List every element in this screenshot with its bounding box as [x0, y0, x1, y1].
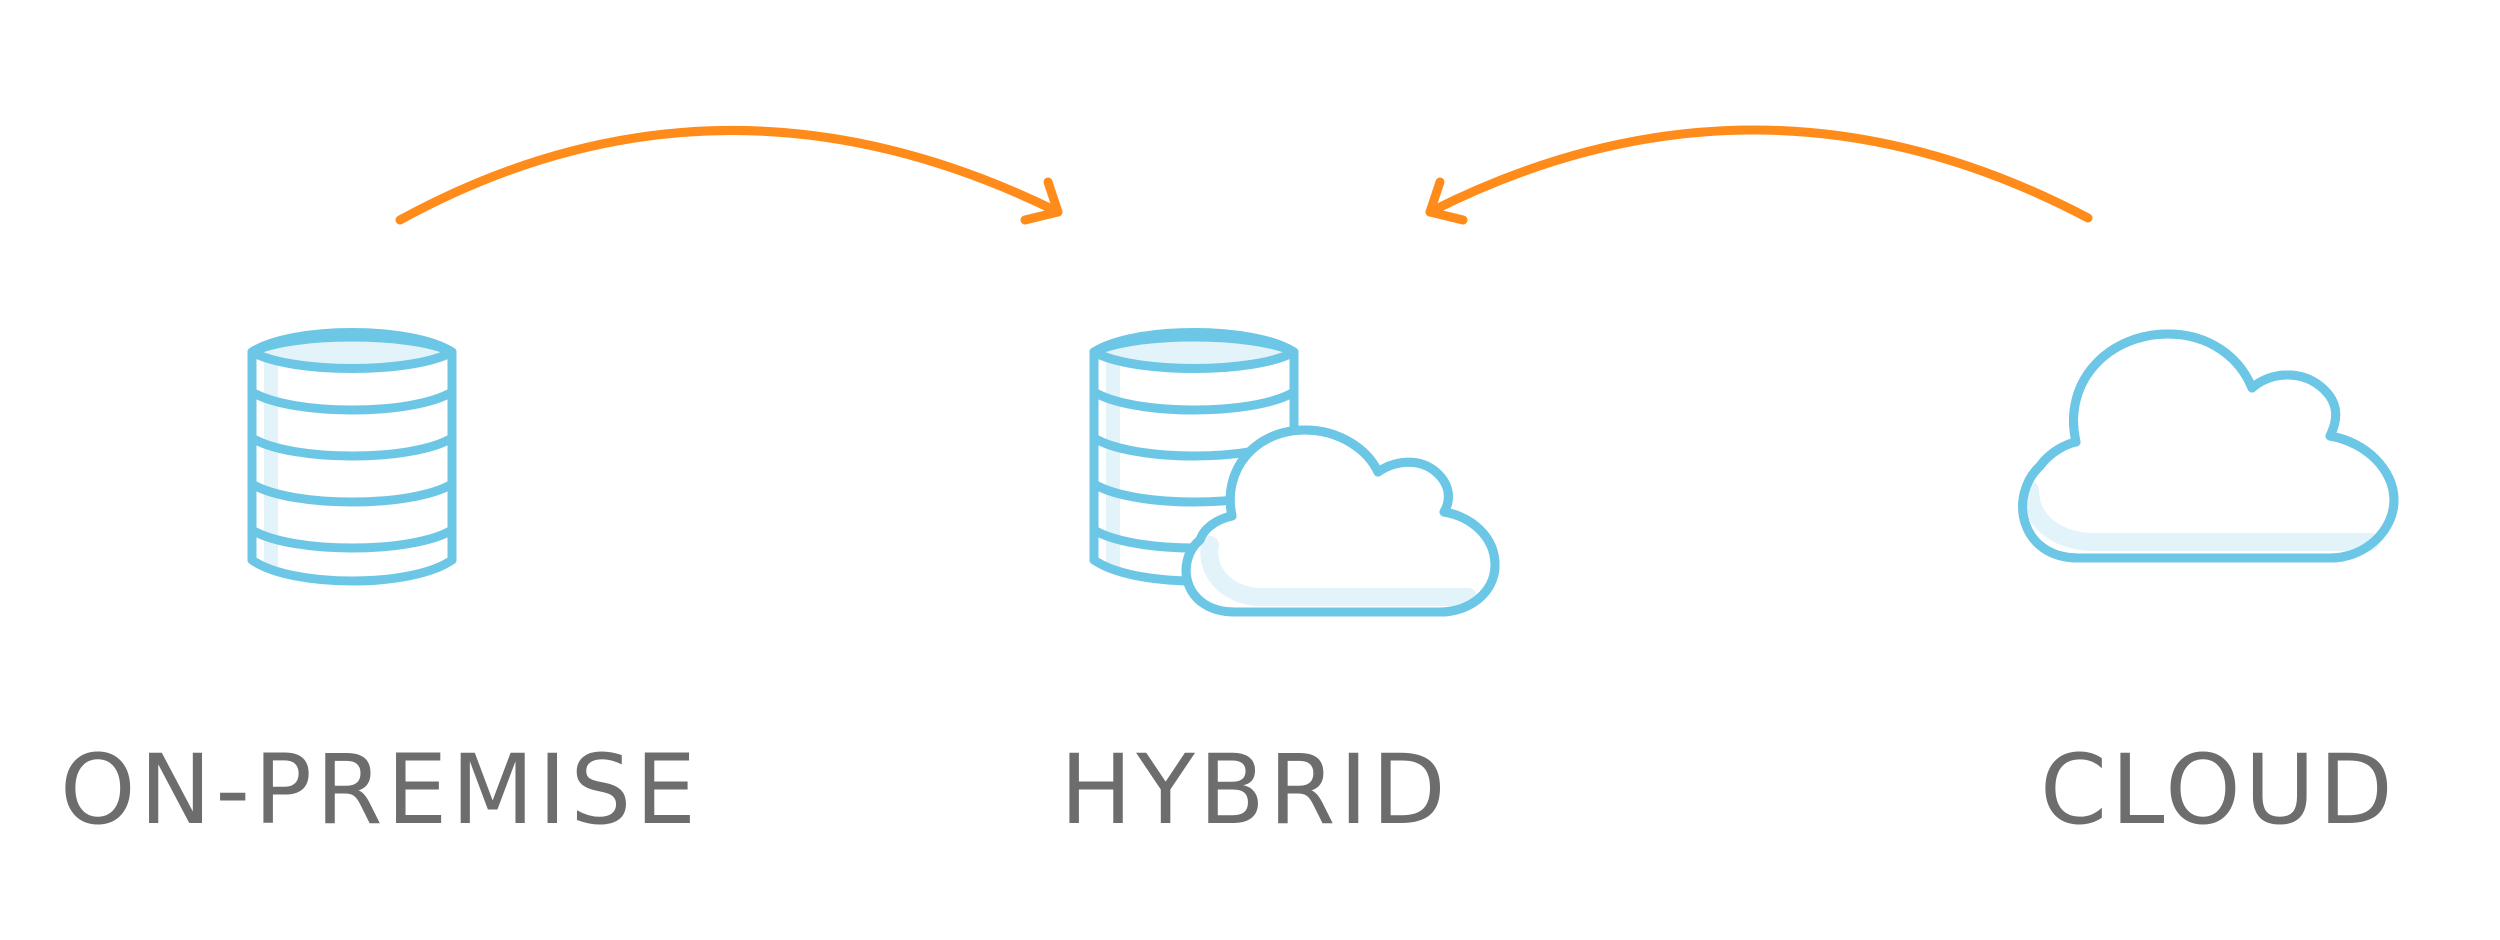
database-with-cloud-icon: [1094, 333, 1500, 617]
arrow-onprem-to-hybrid: [395, 125, 1063, 225]
on-premise-label: ON-PREMISE: [60, 734, 700, 846]
arrow-cloud-to-hybrid: [1425, 125, 2093, 225]
cloud-icon: [2018, 329, 2399, 563]
database-icon: [252, 333, 452, 582]
cloud-label: CLOUD: [2040, 734, 2397, 846]
hybrid-label: HYBRID: [1060, 734, 1450, 846]
